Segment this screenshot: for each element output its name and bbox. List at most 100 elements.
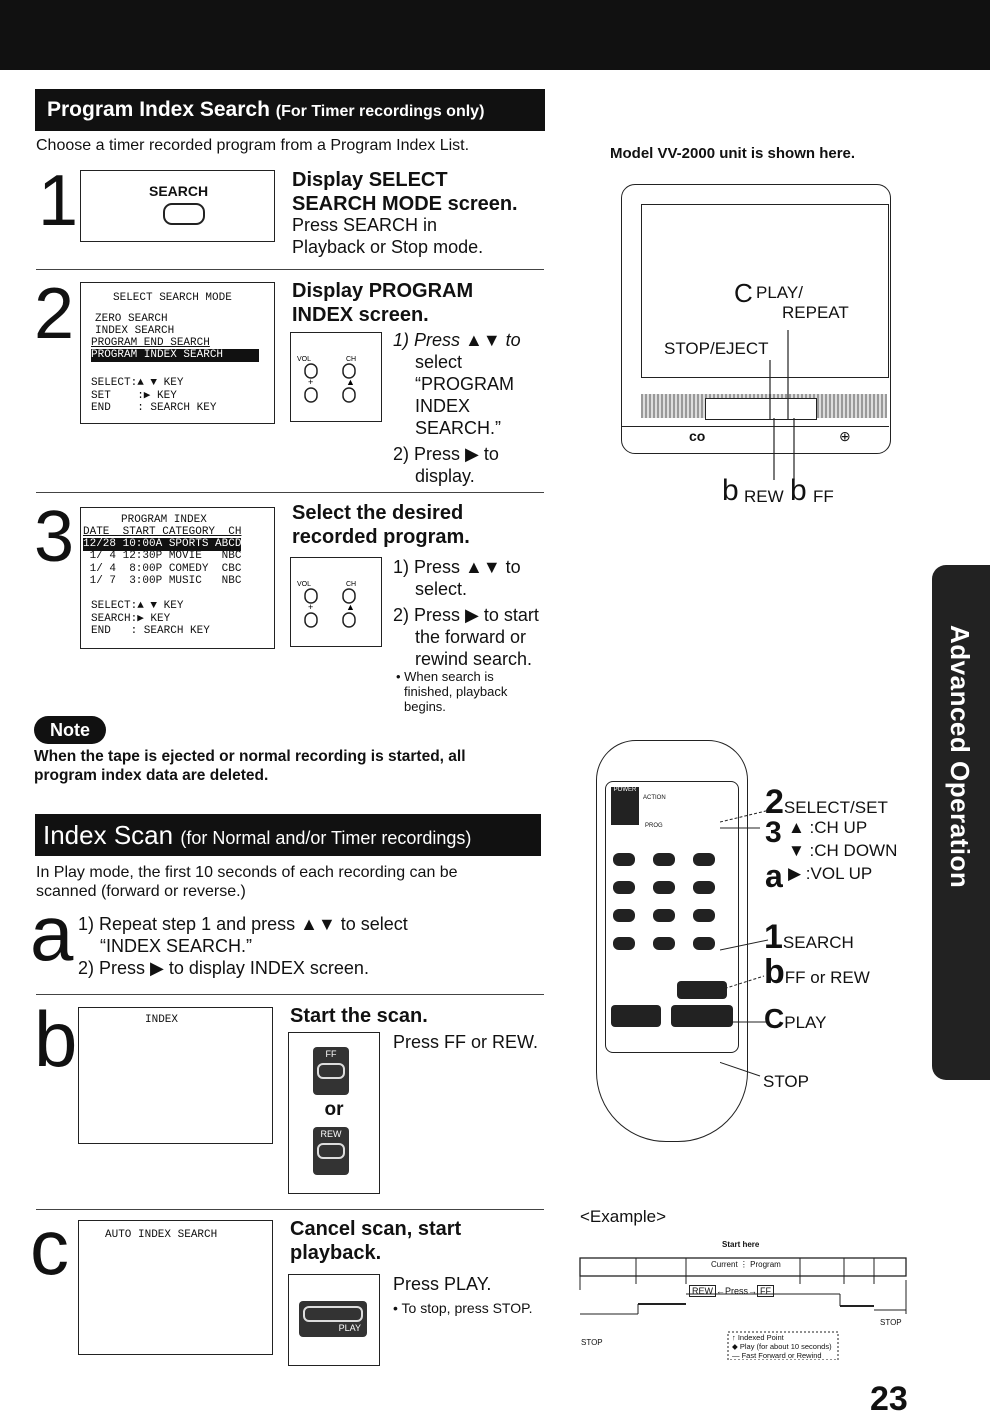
intro-line: In Play mode, the first 10 seconds of ea… (36, 864, 458, 881)
rew-label: REW (320, 1129, 342, 1139)
remote-illustration: POWER ACTION PROG (596, 740, 748, 1142)
callout-number: 1 (764, 918, 783, 956)
instruction-line: “PROGRAM (415, 374, 514, 394)
tv-c-letter: C (734, 278, 753, 308)
play-button (671, 1005, 733, 1027)
callout-letter: a (765, 858, 783, 894)
rew-box: REW (689, 1285, 716, 1297)
ch-label: CH (346, 356, 356, 363)
remote-panel (605, 781, 739, 1053)
stop-button (611, 1005, 661, 1027)
example-legend: ↑ Indexed Point ◆ Play (for about 10 sec… (732, 1333, 832, 1360)
legend-line: ↑ Indexed Point (732, 1333, 784, 1342)
instruction-line: the forward or (415, 627, 527, 647)
index-screen: INDEX (78, 1007, 273, 1144)
remote-label-ch: 3 (765, 816, 782, 850)
screen-header: DATE START CATEGORY CH (83, 526, 242, 538)
step2-heading-line: INDEX screen. (292, 304, 429, 326)
model-note: Model VV-2000 unit is shown here. (610, 145, 856, 162)
intro-line: scanned (forward or reverse.) (36, 883, 246, 900)
step-a-text: 1) Repeat step 1 and press ▲▼ to select … (78, 913, 408, 979)
instruction-line: select (415, 352, 463, 372)
note-line: When the tape is ejected or normal recor… (34, 748, 466, 765)
keypad-drawing: VOL CH + ▲ (297, 356, 356, 403)
instruction-line: 2) Press ▶ to (393, 444, 499, 464)
step-c-note: • To stop, press STOP. (393, 1300, 533, 1316)
remote-label-search: 1SEARCH (764, 918, 854, 957)
index-scan-intro: In Play mode, the first 10 seconds of ea… (36, 863, 458, 901)
screen-title: AUTO INDEX SEARCH (105, 1229, 218, 1241)
step3-note: • When search is finished, playback begi… (396, 669, 507, 714)
ff-label: FF (325, 1049, 337, 1059)
press-text: Press (725, 1286, 749, 1296)
play-label: PLAY (338, 1323, 361, 1333)
index-example-diagram (579, 1257, 907, 1360)
step1-text: Press SEARCH in Playback or Stop mode. (292, 214, 483, 258)
or-label: or (324, 1099, 344, 1120)
step3-heading-line: Select the desired (292, 502, 464, 524)
divider (36, 994, 544, 995)
screen-title: INDEX (145, 1014, 179, 1026)
callout-text: SELECT/SET (783, 798, 888, 817)
step2-heading-line: Display PROGRAM (292, 280, 474, 302)
screen-footer: SELECT:▲ ▼ KEY SEARCH:▶ KEY END : SEARCH… (91, 600, 210, 637)
screen-item: INDEX SEARCH (95, 325, 175, 337)
stop-right-label: STOP (880, 1318, 902, 1327)
num-button (693, 909, 715, 922)
mute-button (613, 853, 635, 866)
auto-index-search-screen: AUTO INDEX SEARCH (78, 1220, 273, 1355)
screen-title: PROGRAM INDEX (121, 514, 207, 526)
section-header-index-scan: Index Scan (for Normal and/or Timer reco… (35, 814, 541, 856)
power-indicator-icon: ⊕ (839, 428, 851, 444)
instruction-line: 1) Press ▲▼ to (393, 330, 521, 350)
step1-text-line: Playback or Stop mode. (292, 237, 484, 257)
note-line: begins. (404, 699, 446, 714)
step-c-heading: Cancel scan, start playback. (290, 1217, 461, 1265)
legend-line: — Fast Forward or Rewind (732, 1351, 822, 1360)
vol-label: VOL (297, 356, 311, 363)
button-oval-icon (163, 203, 205, 225)
example-label: <Example> (580, 1207, 666, 1226)
play-repeat-line: PLAY/ (756, 283, 803, 302)
note-text: When the tape is ejected or normal recor… (34, 747, 466, 785)
screen-title: SELECT SEARCH MODE (113, 292, 232, 304)
stop-left-label: STOP (581, 1338, 603, 1347)
step-b-heading: Start the scan. (290, 1005, 428, 1027)
step-c-heading-line: playback. (290, 1242, 382, 1264)
prog-label: PROG (645, 823, 663, 829)
step-number: 2 (34, 274, 75, 354)
stop-eject-label: STOP/EJECT (664, 339, 769, 358)
side-tab: Advanced Operation (932, 565, 990, 1080)
divider (36, 1209, 544, 1210)
program-label: Program (750, 1260, 781, 1269)
top-banner (0, 0, 990, 70)
svg-text:▲: ▲ (346, 377, 355, 387)
current-label: Current (711, 1260, 738, 1269)
note-line: program index data are deleted. (34, 767, 269, 784)
step-number: 3 (34, 497, 75, 577)
instruction-line: INDEX (415, 396, 471, 416)
num-button (693, 853, 715, 866)
instruction-line: 1) Press ▲▼ to (393, 557, 521, 577)
tv-illustration: co ⊕ (617, 178, 892, 454)
instruction-line: SEARCH.” (415, 418, 502, 438)
keypad-drawing: VOL CH + ▲ (297, 581, 356, 628)
press-rew-ff-label: REW←Press→FF (689, 1285, 775, 1297)
screen-item-selected: PROGRAM INDEX SEARCH (91, 349, 259, 362)
panasonic-logo-icon: co (689, 428, 706, 444)
section-title: Index Scan (43, 820, 174, 850)
instruction-line: 2) Press ▶ to start (393, 605, 539, 625)
ff-label: FF (813, 487, 834, 506)
rew-label: REW (744, 487, 784, 506)
num-button (653, 909, 675, 922)
step-letter: b (34, 995, 78, 1083)
callout-letter: C (764, 1003, 785, 1034)
screen-item: ZERO SEARCH (95, 313, 168, 325)
svg-text:+: + (308, 377, 313, 387)
num-button (653, 937, 675, 950)
search-button-illustration: SEARCH (80, 170, 275, 242)
instruction-line: select. (415, 579, 468, 599)
svg-text:+: + (308, 602, 313, 612)
screen-row-selected: 12/28 10:00A SPORTS ABCD (83, 538, 242, 551)
instruction-line: rewind search. (415, 649, 533, 669)
